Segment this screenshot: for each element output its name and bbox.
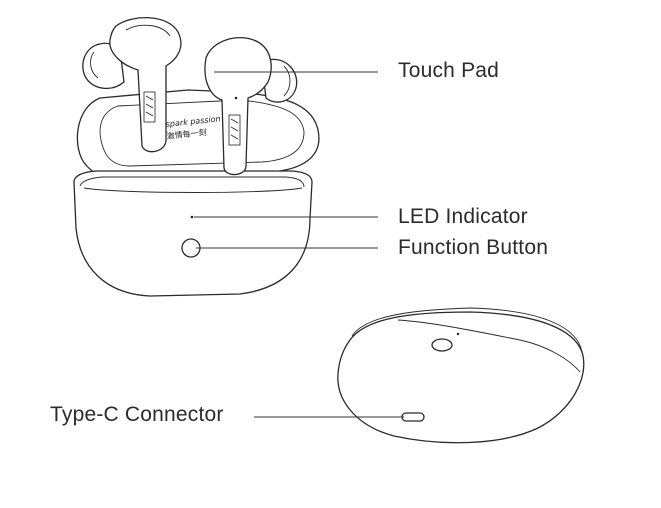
brand-text-line2: 激情每一刻 — [166, 127, 207, 141]
right-bud-logo — [228, 114, 241, 146]
led-dot — [190, 215, 194, 219]
closed-case — [337, 307, 585, 444]
touch-pad-label: Touch Pad — [398, 59, 500, 82]
left-bud-logo — [143, 91, 156, 123]
led-indicator-label: LED Indicator — [398, 205, 528, 228]
type-c-port — [401, 412, 425, 422]
type-c-connector-label: Type-C Connector — [50, 403, 224, 426]
function-button-label: Function Button — [398, 236, 549, 259]
left-earbud — [82, 16, 182, 153]
open-case: spark passion 激情每一刻 — [73, 16, 320, 297]
